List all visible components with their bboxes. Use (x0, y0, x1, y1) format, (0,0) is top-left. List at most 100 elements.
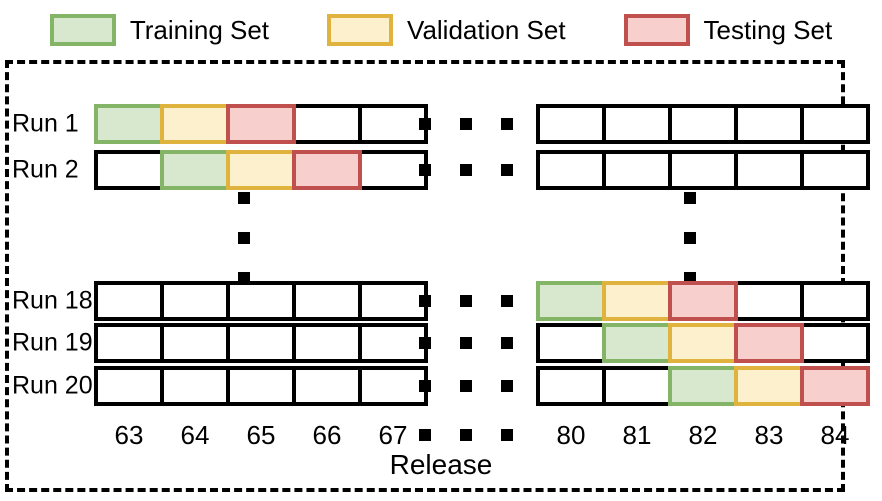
release-tick-63: 63 (114, 420, 144, 450)
cell-left-4-empty[interactable] (292, 323, 362, 363)
legend-label-test: Testing Set (703, 15, 833, 45)
legend-label-train: Training Set (129, 15, 270, 45)
cell-right-4-empty[interactable] (734, 281, 804, 321)
ellipsis-dot-icon (419, 295, 431, 307)
cell-right-1-empty[interactable] (536, 366, 606, 406)
legend-swatch-train (49, 14, 116, 46)
ellipsis-dot-icon (501, 380, 513, 392)
cell-right-5-empty[interactable] (800, 281, 870, 321)
cell-left-3-empty[interactable] (226, 366, 296, 406)
ellipsis-dot-icon (238, 192, 250, 204)
cell-left-5-empty[interactable] (358, 150, 428, 190)
cell-right-5-empty[interactable] (800, 104, 870, 144)
axis-title: Release (389, 449, 493, 480)
run-label-4: Run 19 (12, 328, 93, 357)
ellipsis-dot-icon (419, 164, 431, 176)
cell-left-1-empty[interactable] (94, 323, 164, 363)
bar-group-right (536, 366, 870, 406)
bar-group-right (536, 104, 870, 144)
cell-right-5-test[interactable] (800, 366, 870, 406)
ellipsis-dot-icon (460, 429, 472, 441)
legend-label-valid: Validation Set (407, 15, 566, 45)
cell-right-1-empty[interactable] (536, 323, 606, 363)
cell-left-5-empty[interactable] (358, 281, 428, 321)
cell-left-5-empty[interactable] (358, 366, 428, 406)
run-label-1: Run 1 (12, 109, 79, 138)
cell-left-4-empty[interactable] (292, 366, 362, 406)
cell-left-5-empty[interactable] (358, 323, 428, 363)
cell-right-3-empty[interactable] (668, 104, 738, 144)
cell-left-2-empty[interactable] (160, 281, 230, 321)
release-tick-81: 81 (622, 420, 652, 450)
cell-left-1-empty[interactable] (94, 366, 164, 406)
release-tick-67: 67 (378, 420, 408, 450)
bar-group-right (536, 150, 870, 190)
ellipsis-dot-icon (238, 232, 250, 244)
cell-right-2-empty[interactable] (602, 366, 672, 406)
ellipsis-dot-icon (419, 429, 431, 441)
cell-right-2-valid[interactable] (602, 281, 672, 321)
bar-group-left (94, 366, 428, 406)
cell-left-5-empty[interactable] (358, 104, 428, 144)
release-tick-64: 64 (180, 420, 210, 450)
cell-right-5-empty[interactable] (800, 323, 870, 363)
row-ellipsis-dots (419, 323, 513, 363)
cell-left-2-valid[interactable] (160, 104, 230, 144)
cell-left-4-test[interactable] (292, 150, 362, 190)
release-tick-66: 66 (312, 420, 342, 450)
legend-item-test: Testing Set (623, 14, 833, 46)
ellipsis-dot-icon (419, 118, 431, 130)
cell-right-1-train[interactable] (536, 281, 606, 321)
ellipsis-dot-icon (460, 118, 472, 130)
ellipsis-dot-icon (460, 337, 472, 349)
cell-right-2-empty[interactable] (602, 150, 672, 190)
run-row: Run 2 (0, 150, 882, 190)
cell-left-2-train[interactable] (160, 150, 230, 190)
cell-right-3-test[interactable] (668, 281, 738, 321)
cell-left-4-empty[interactable] (292, 104, 362, 144)
cell-left-4-empty[interactable] (292, 281, 362, 321)
ellipsis-dot-icon (460, 380, 472, 392)
ellipsis-dot-icon (684, 192, 696, 204)
legend-swatch-valid (327, 14, 394, 46)
run-row: Run 19 (0, 323, 882, 363)
cell-right-3-train[interactable] (668, 366, 738, 406)
cell-left-1-empty[interactable] (94, 281, 164, 321)
legend-item-train: Training Set (49, 14, 270, 46)
cell-right-2-empty[interactable] (602, 104, 672, 144)
ellipsis-dot-icon (460, 295, 472, 307)
bar-group-left (94, 281, 428, 321)
cell-right-5-empty[interactable] (800, 150, 870, 190)
cell-left-2-empty[interactable] (160, 366, 230, 406)
cell-right-2-train[interactable] (602, 323, 672, 363)
vertical-ellipsis-right (684, 192, 696, 284)
cell-right-1-empty[interactable] (536, 150, 606, 190)
cell-left-1-train[interactable] (94, 104, 164, 144)
legend-item-valid: Validation Set (327, 14, 566, 46)
cell-right-4-empty[interactable] (734, 150, 804, 190)
cell-right-3-valid[interactable] (668, 323, 738, 363)
cell-right-1-empty[interactable] (536, 104, 606, 144)
cell-right-4-valid[interactable] (734, 366, 804, 406)
cell-left-3-empty[interactable] (226, 323, 296, 363)
release-tick-83: 83 (754, 420, 784, 450)
release-tick-82: 82 (688, 420, 718, 450)
cell-right-4-test[interactable] (734, 323, 804, 363)
ellipsis-dot-icon (419, 380, 431, 392)
bar-group-left (94, 150, 428, 190)
cell-left-3-empty[interactable] (226, 281, 296, 321)
release-tick-84: 84 (820, 420, 850, 450)
legend: Training Set Validation Set Testing Set (0, 8, 882, 52)
run-row: Run 18 (0, 281, 882, 321)
row-ellipsis-dots (419, 281, 513, 321)
release-tick-65: 65 (246, 420, 276, 450)
ellipsis-dot-icon (501, 337, 513, 349)
cell-right-4-empty[interactable] (734, 104, 804, 144)
cell-right-3-empty[interactable] (668, 150, 738, 190)
run-row: Run 1 (0, 104, 882, 144)
cell-left-3-valid[interactable] (226, 150, 296, 190)
cell-left-1-empty[interactable] (94, 150, 164, 190)
cell-left-2-empty[interactable] (160, 323, 230, 363)
cell-left-3-test[interactable] (226, 104, 296, 144)
row-ellipsis-dots (419, 366, 513, 406)
